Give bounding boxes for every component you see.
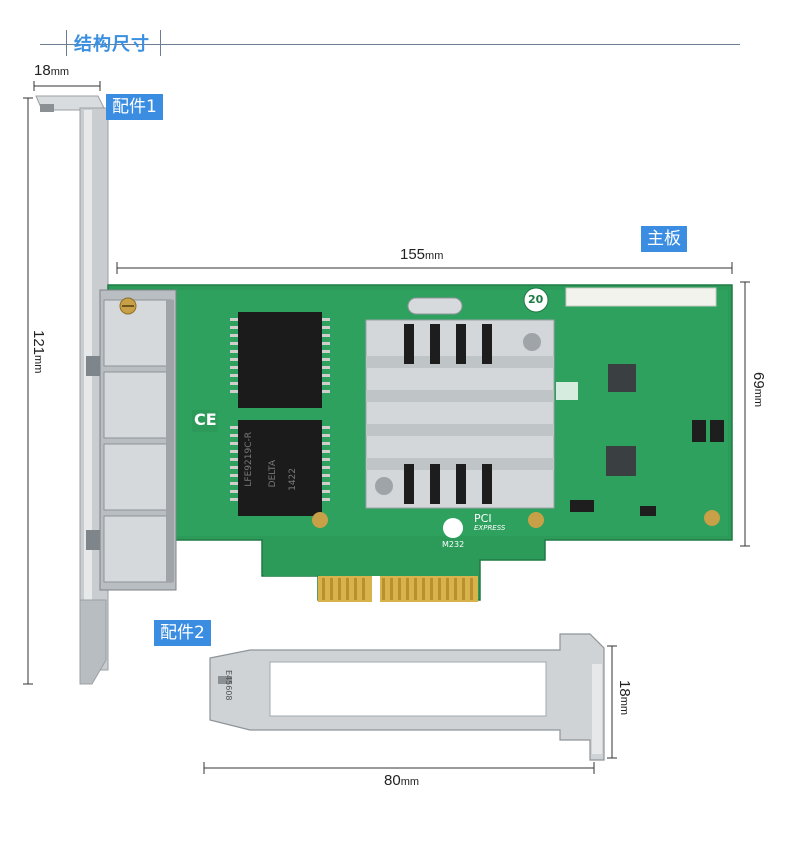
chip-marking-1: LFE9219C-R	[244, 432, 254, 487]
dim-text-18-right: 18mm	[616, 680, 633, 715]
badge-20: 20	[528, 293, 544, 306]
label-board: 主板	[641, 226, 687, 252]
dim-board-height	[740, 281, 750, 547]
dim-unit: mm	[32, 355, 44, 374]
bracket-1	[35, 95, 109, 685]
dim-text-121: 121mm	[30, 330, 47, 373]
page-title: 结构尺寸	[74, 34, 150, 55]
dim-bracket2-length	[203, 762, 595, 774]
ce-mark: CE	[194, 410, 217, 429]
dim-value: 121	[30, 330, 47, 356]
dim-text-18-top: 18mm	[34, 62, 69, 79]
chip-marking-2: DELTA	[268, 460, 278, 488]
header-rule	[40, 44, 740, 45]
dim-unit: mm	[752, 388, 764, 408]
header-tick-left	[66, 30, 67, 56]
dim-text-69: 69mm	[750, 372, 767, 407]
pcie-logo: PCI	[474, 512, 492, 525]
dim-unit: mm	[618, 696, 630, 716]
dim-value: 80	[384, 772, 401, 789]
dim-value: 18	[34, 62, 51, 79]
dim-value: 69	[750, 372, 767, 389]
dim-bracket2-height	[607, 645, 617, 759]
dim-unit: mm	[425, 250, 444, 262]
heatsink	[365, 319, 555, 509]
dim-bracket1-width	[33, 81, 101, 91]
board-code-label: M232	[442, 540, 465, 549]
dim-value: 155	[400, 246, 426, 263]
dim-value: 18	[616, 680, 633, 697]
dim-board-length	[116, 262, 733, 274]
dim-unit: mm	[400, 776, 420, 788]
pcie-logo-sub: EXPRESS	[474, 524, 506, 532]
chip-marking-3: 1422	[288, 468, 298, 491]
network-card-board	[99, 284, 733, 602]
bracket2-marking: E45608	[224, 670, 233, 701]
label-part1: 配件1	[106, 94, 163, 120]
label-part2: 配件2	[154, 620, 211, 646]
dim-text-80: 80mm	[384, 772, 419, 789]
bracket-2	[209, 633, 605, 761]
dim-unit: mm	[50, 66, 70, 78]
rj45-ports	[99, 289, 177, 591]
dim-bracket1-height	[23, 97, 33, 685]
header-tick-right	[160, 30, 161, 56]
dim-text-155: 155mm	[400, 246, 443, 263]
